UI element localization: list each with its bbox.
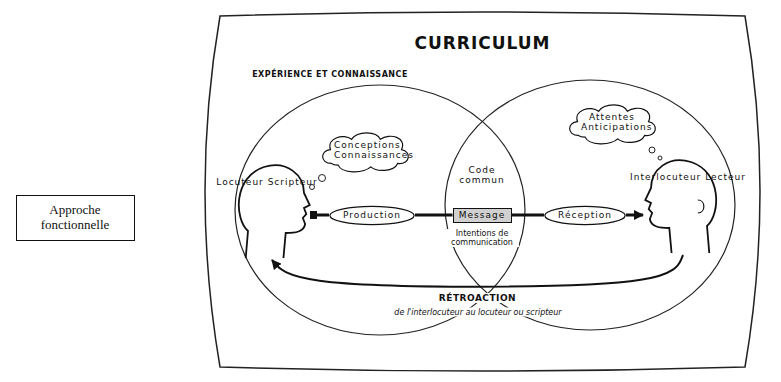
flow-line [626,214,643,217]
box-text: Approche fonctionnelle [28,203,123,233]
listener-head: Interlocuteur Lecteur [643,150,723,255]
speaker-head: Locuteur Scripteur [232,155,312,260]
message-box: Message [453,208,512,223]
cloud-text: Conceptions Connaissances [334,140,396,161]
head-text: Locuteur Scripteur [216,177,317,187]
oval-text: Réception [558,210,612,220]
region-label: EXPÉRIENCE ET CONNAISSANCE [250,70,410,79]
cloud-text: Attentes Anticipations [581,112,643,133]
box-text: Message [459,210,505,220]
head-text: Interlocuteur Lecteur [630,172,746,182]
frame-title: CURRICULUM [414,34,550,54]
thought-bubble [319,175,326,182]
thought-cloud: Attentes Anticipations [564,101,660,144]
thought-cloud: Conceptions Connaissances [317,129,413,172]
headL-outline [232,155,312,260]
oval-text: Production [343,210,401,220]
edge-label: RÉTROACTION [437,293,518,303]
note-label: Intentions de communication [445,229,519,247]
flow-line [512,214,545,217]
thought-bubble [649,147,655,153]
headR-outline [643,150,723,255]
process-oval: Production [329,206,415,225]
feedback-arrow [272,255,683,287]
flow-line [415,214,453,217]
approach-box: Approche fonctionnelle [16,195,135,241]
feedback-note: de l'interlocuteur au locuteur ou script… [392,308,563,317]
flow-line [312,214,329,217]
area-text: Code commun [457,165,507,186]
thought-bubble [658,156,662,160]
process-oval: Réception [544,206,626,225]
frame-outline [190,8,775,375]
shared-code-area: Code commun [455,163,509,188]
curriculum-frame: Conceptions ConnaissancesLocuteur Script… [190,8,775,375]
